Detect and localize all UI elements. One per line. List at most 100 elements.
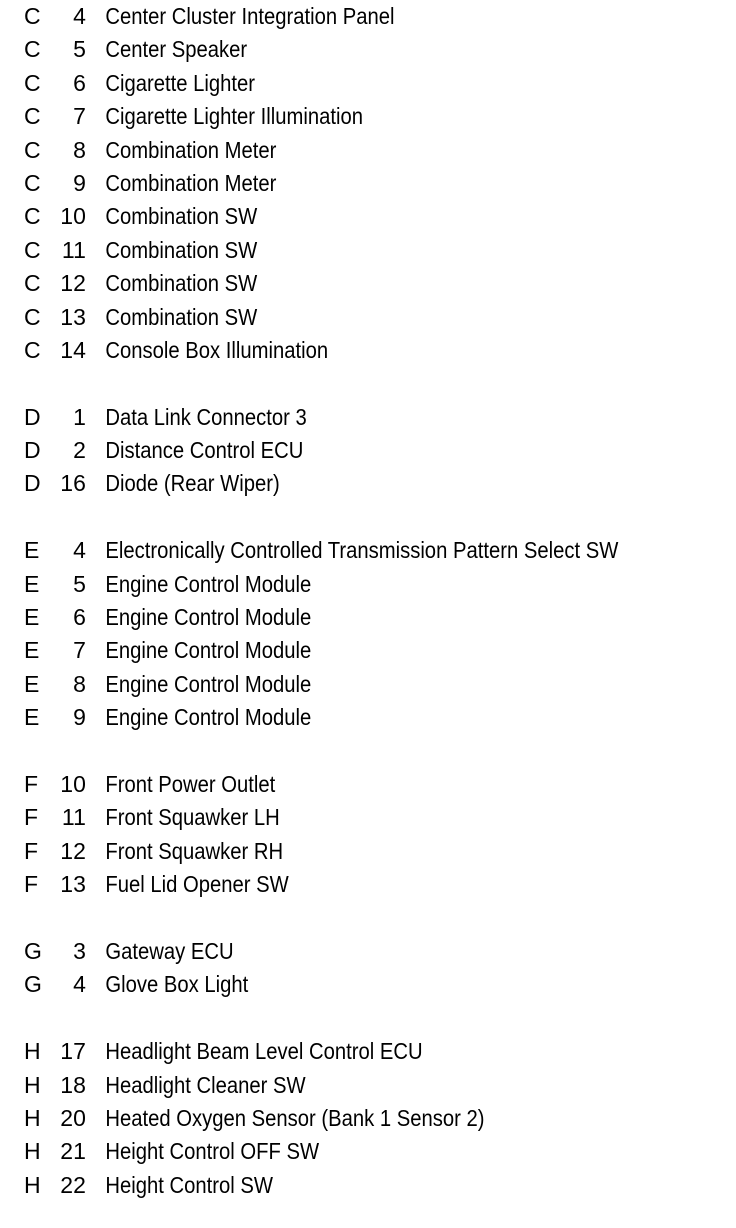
row-number: 20	[60, 1104, 86, 1131]
row-component-name: Cigarette Lighter Illumination	[105, 103, 364, 130]
row-component-name: Engine Control Module	[105, 704, 312, 731]
row-letter: G	[24, 971, 42, 998]
row-component-name: Engine Control Module	[105, 570, 312, 597]
row-number: 22	[60, 1171, 86, 1198]
row-component-name: Combination SW	[105, 270, 258, 297]
row-component-name: Gateway ECU	[105, 937, 234, 964]
row-component-name: Combination SW	[105, 303, 258, 330]
row-number: 12	[60, 837, 86, 864]
row-component-name: Distance Control ECU	[105, 437, 304, 464]
row-letter: C	[24, 136, 41, 163]
row-number: 8	[73, 670, 86, 697]
row-letter: E	[24, 704, 40, 731]
row-component-name: Center Speaker	[105, 36, 248, 63]
index-row[interactable]: H 21 Height Control OFF SW	[0, 1135, 736, 1168]
row-letter: C	[24, 203, 41, 230]
row-component-name: Headlight Cleaner SW	[105, 1071, 306, 1098]
row-letter: C	[24, 36, 41, 63]
row-letter: D	[24, 470, 41, 497]
row-letter: C	[24, 336, 41, 363]
row-number: 2	[73, 437, 86, 464]
row-number: 13	[60, 871, 86, 898]
row-number: 10	[60, 203, 86, 230]
index-row[interactable]: G 3 Gateway ECU	[0, 935, 736, 968]
row-number: 6	[73, 69, 86, 96]
index-row[interactable]: C 10 Combination SW	[0, 200, 736, 233]
row-number: 4	[73, 3, 86, 29]
index-row[interactable]: C 14 Console Box Illumination	[0, 334, 736, 367]
row-component-name: Front Squawker LH	[105, 804, 280, 831]
row-component-name: Height Control SW	[105, 1171, 273, 1198]
row-number: 4	[73, 537, 86, 564]
row-letter: C	[24, 169, 41, 196]
row-number: 16	[60, 470, 86, 497]
row-number: 18	[60, 1071, 86, 1098]
row-letter: F	[24, 837, 39, 864]
row-number: 3	[73, 937, 86, 964]
row-letter: E	[24, 670, 40, 697]
row-number: 12	[60, 270, 86, 297]
row-component-name: Combination SW	[105, 236, 258, 263]
row-component-name: Front Power Outlet	[105, 770, 276, 797]
row-number: 10	[60, 770, 86, 797]
row-component-name: Combination Meter	[105, 169, 277, 196]
row-component-name: Center Cluster Integration Panel	[105, 3, 395, 29]
index-group-e: E 4 Electronically Controlled Transmission…	[0, 534, 736, 734]
row-component-name: Data Link Connector 3	[105, 403, 307, 430]
row-component-name: Cigarette Lighter	[105, 69, 256, 96]
row-number: 14	[60, 336, 86, 363]
row-letter: F	[24, 804, 39, 831]
row-letter: C	[24, 236, 41, 263]
row-component-name: Engine Control Module	[105, 637, 312, 664]
row-number: 6	[73, 604, 86, 631]
row-letter: C	[24, 270, 41, 297]
index-row[interactable]: C 5 Center Speaker	[0, 33, 736, 66]
index-row[interactable]: C 12 Combination SW	[0, 267, 736, 300]
row-number: 7	[73, 103, 86, 130]
row-number: 5	[73, 570, 86, 597]
row-number: 13	[60, 303, 86, 330]
row-letter: F	[24, 871, 39, 898]
row-component-name: Combination SW	[105, 203, 258, 230]
row-component-name: Electronically Controlled Transmission P…	[105, 537, 619, 564]
row-letter: G	[24, 937, 42, 964]
row-component-name: Combination Meter	[105, 136, 277, 163]
row-letter: H	[24, 1138, 41, 1165]
row-number: 7	[73, 637, 86, 664]
row-number: 21	[60, 1138, 86, 1165]
row-number: 5	[73, 36, 86, 63]
row-component-name: Console Box Illumination	[105, 336, 329, 363]
row-component-name: Height Control OFF SW	[105, 1138, 320, 1165]
